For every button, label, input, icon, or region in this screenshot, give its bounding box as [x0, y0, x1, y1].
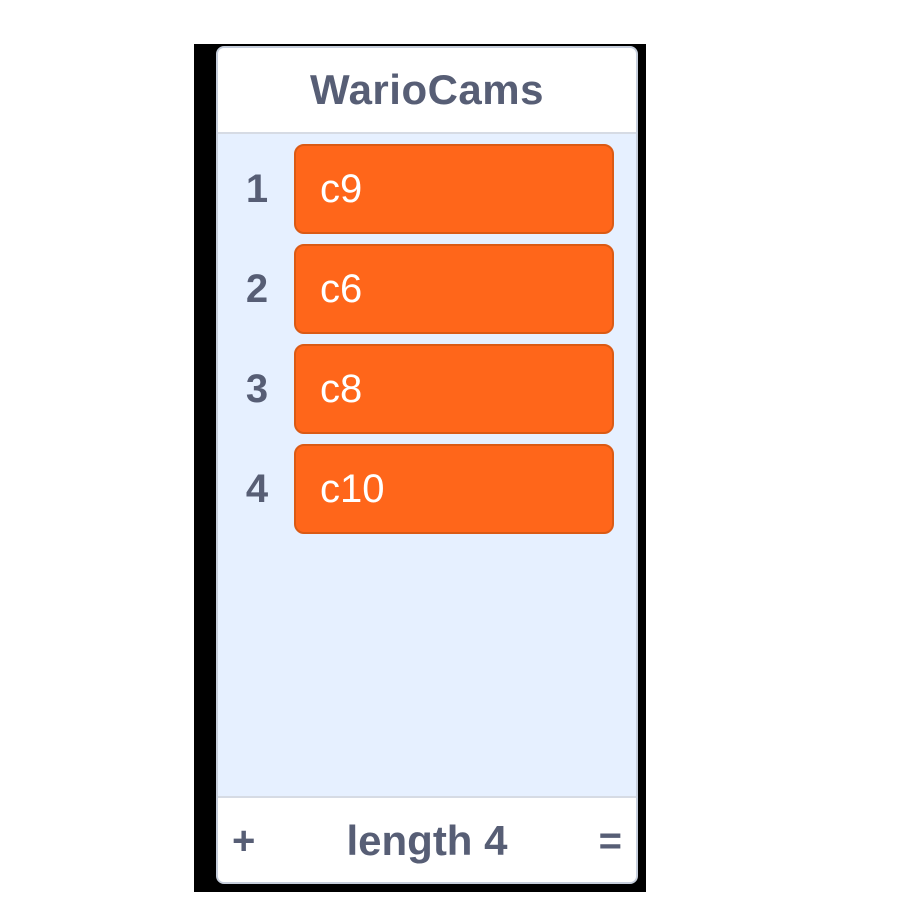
list-item: 1 c9 [218, 144, 636, 234]
list-item-value[interactable]: c8 [294, 344, 614, 434]
list-item-value[interactable]: c9 [294, 144, 614, 234]
list-item-value[interactable]: c10 [294, 444, 614, 534]
list-item: 3 c8 [218, 344, 636, 434]
list-title: WarioCams [309, 66, 544, 113]
list-item-index: 1 [245, 166, 269, 211]
list-monitor-header: WarioCams [218, 48, 636, 134]
list-item: 2 c6 [218, 244, 636, 334]
list-monitor-footer: length 4 + = [218, 796, 636, 882]
list-item: 4 c10 [218, 444, 636, 534]
add-item-button[interactable]: + [232, 818, 256, 863]
list-item-index: 2 [245, 266, 269, 311]
list-monitor[interactable]: WarioCams 1 c9 2 c6 3 c8 4 c10 length 4 … [216, 46, 638, 884]
list-body[interactable]: 1 c9 2 c6 3 c8 4 c10 [218, 134, 636, 798]
list-item-value[interactable]: c6 [294, 244, 614, 334]
list-item-index: 3 [245, 366, 269, 411]
resize-handle-icon[interactable]: = [598, 818, 622, 863]
list-item-index: 4 [245, 466, 269, 511]
list-length-label: length 4 [346, 817, 508, 864]
